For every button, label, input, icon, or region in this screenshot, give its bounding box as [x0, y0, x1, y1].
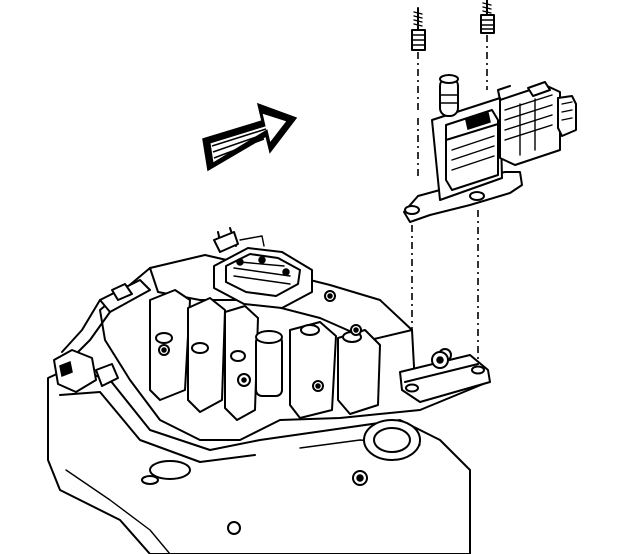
ignition-coil-module — [403, 74, 577, 223]
throttle-body — [213, 227, 313, 309]
coil-bolt-left — [411, 7, 426, 51]
intake-manifold — [47, 254, 489, 554]
mounting-pad — [399, 351, 491, 403]
alignment-centerlines — [411, 35, 488, 385]
coil-bolt-right — [480, 0, 495, 34]
direction-arrow — [202, 102, 298, 172]
manifold-bolts — [158, 290, 362, 392]
